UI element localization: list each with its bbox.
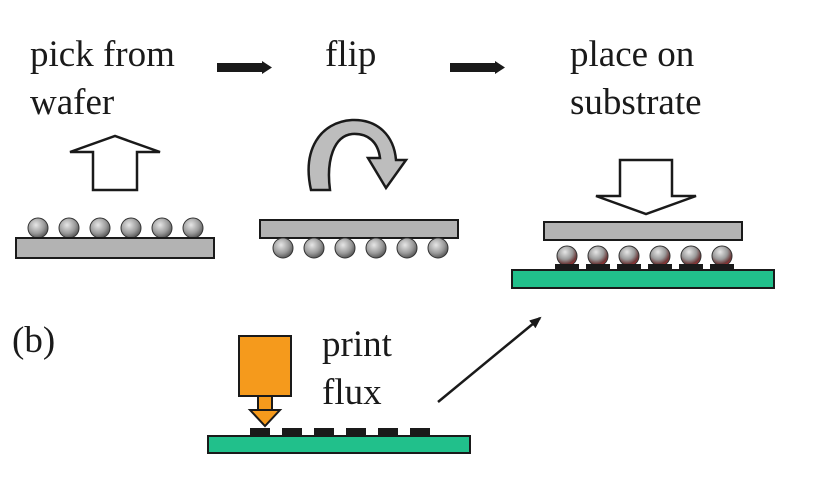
step-arrow-1 — [217, 61, 272, 74]
placed-bumps — [556, 245, 733, 267]
flipped-die — [259, 219, 459, 239]
label-panel-b: (b) — [12, 320, 56, 361]
placed-die — [543, 221, 743, 241]
label-flip: flip — [325, 34, 377, 75]
placed-pads — [555, 264, 734, 270]
flux-dispenser-icon — [238, 335, 292, 428]
label-print: print — [322, 324, 392, 365]
flipped-bumps — [272, 237, 449, 259]
label-pick-from: pick from — [30, 34, 175, 75]
pick-up-arrow-icon — [69, 134, 161, 192]
label-substrate: substrate — [570, 82, 702, 123]
substrate-pads — [250, 428, 430, 436]
label-flux: flux — [322, 372, 382, 413]
label-wafer: wafer — [30, 82, 115, 123]
flip-arrow-icon — [307, 118, 409, 192]
label-place-on: place on — [570, 34, 695, 75]
place-down-arrow-icon — [595, 158, 697, 216]
substrate-placed — [511, 269, 775, 289]
wafer-die — [15, 237, 215, 259]
step-arrow-2 — [450, 61, 505, 74]
substrate-flux — [207, 435, 471, 454]
wafer-bumps — [27, 217, 204, 239]
flux-to-place-arrow — [437, 316, 542, 403]
